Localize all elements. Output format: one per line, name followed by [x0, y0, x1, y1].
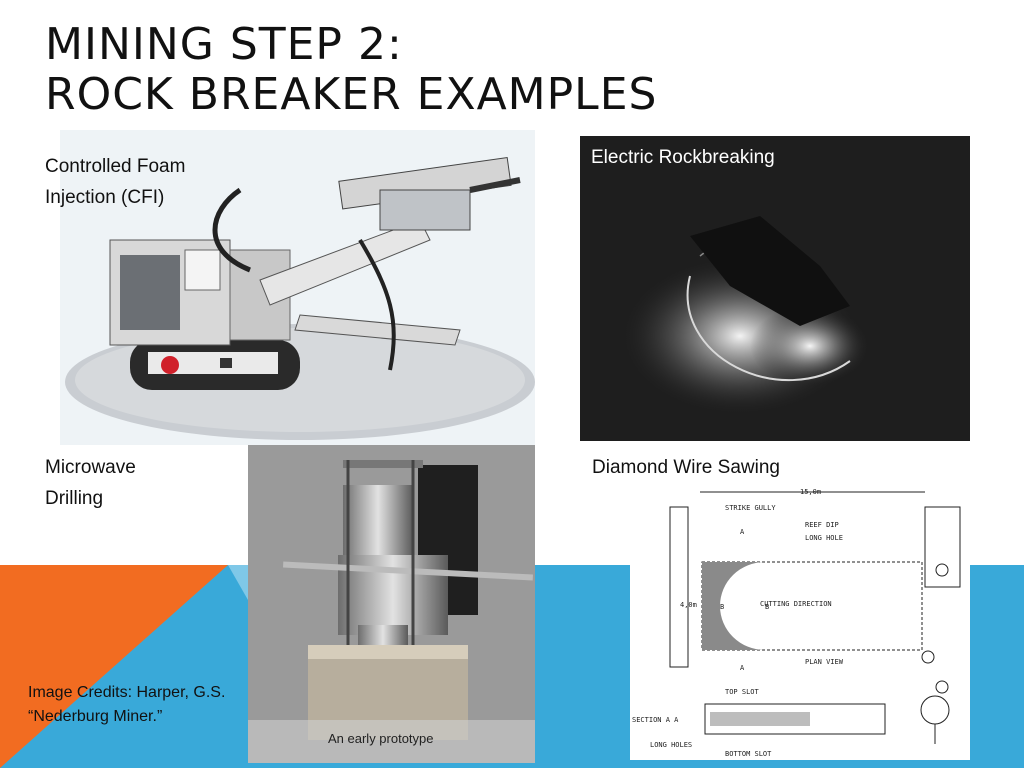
- b-left-label: B: [720, 603, 724, 611]
- reef-dip-label: REEF DIP: [805, 521, 839, 529]
- plan-view-label: PLAN VIEW: [805, 658, 844, 666]
- b-right-label: B: [765, 603, 769, 611]
- top-slot-label: TOP SLOT: [725, 688, 760, 696]
- cfi-machine-image: [60, 130, 535, 445]
- slide-title: MINING STEP 2: ROCK BREAKER EXAMPLES: [45, 20, 657, 120]
- electric-glow-drawing: [620, 216, 870, 416]
- long-holes-label: LONG HOLES: [650, 741, 692, 749]
- image-credits: Image Credits: Harper, G.S. “Nederburg M…: [28, 684, 226, 725]
- orange-triangle: [0, 565, 228, 768]
- microwave-caption: Microwave Drilling: [45, 457, 136, 509]
- diamond-wire-drawing: 15,0m STRIKE GULLY REEF DIP LONG HOLE A …: [632, 488, 961, 758]
- microwave-drilling-image: An early prototype: [248, 445, 535, 763]
- cfi-machine-drawing: [65, 157, 535, 440]
- long-hole-label: LONG HOLE: [805, 534, 843, 542]
- a-bottom-label: A: [740, 664, 745, 672]
- light-blue-triangle: [228, 565, 250, 600]
- bottom-slot-label: BOTTOM SLOT: [725, 750, 772, 758]
- prototype-photo-caption: An early prototype: [328, 731, 434, 746]
- a-top-label: A: [740, 528, 745, 536]
- microwave-prototype-drawing: [248, 445, 535, 763]
- diamond-caption: Diamond Wire Sawing: [592, 457, 780, 478]
- title-line-2: ROCK BREAKER EXAMPLES: [45, 69, 658, 120]
- strike-gully-label: STRIKE GULLY: [725, 504, 776, 512]
- width-label: 15,0m: [800, 488, 821, 496]
- electric-rockbreaking-image: [580, 136, 970, 441]
- title-line-1: MINING STEP 2:: [45, 19, 403, 70]
- cutting-direction-label: CUTTING DIRECTION: [760, 600, 832, 608]
- height-label: 4,0m: [680, 601, 697, 609]
- diamond-wire-diagram: 15,0m STRIKE GULLY REEF DIP LONG HOLE A …: [630, 482, 970, 760]
- cfi-caption: Controlled Foam Injection (CFI): [45, 156, 186, 208]
- section-label: SECTION A A: [632, 716, 679, 724]
- electric-caption: Electric Rockbreaking: [591, 147, 775, 168]
